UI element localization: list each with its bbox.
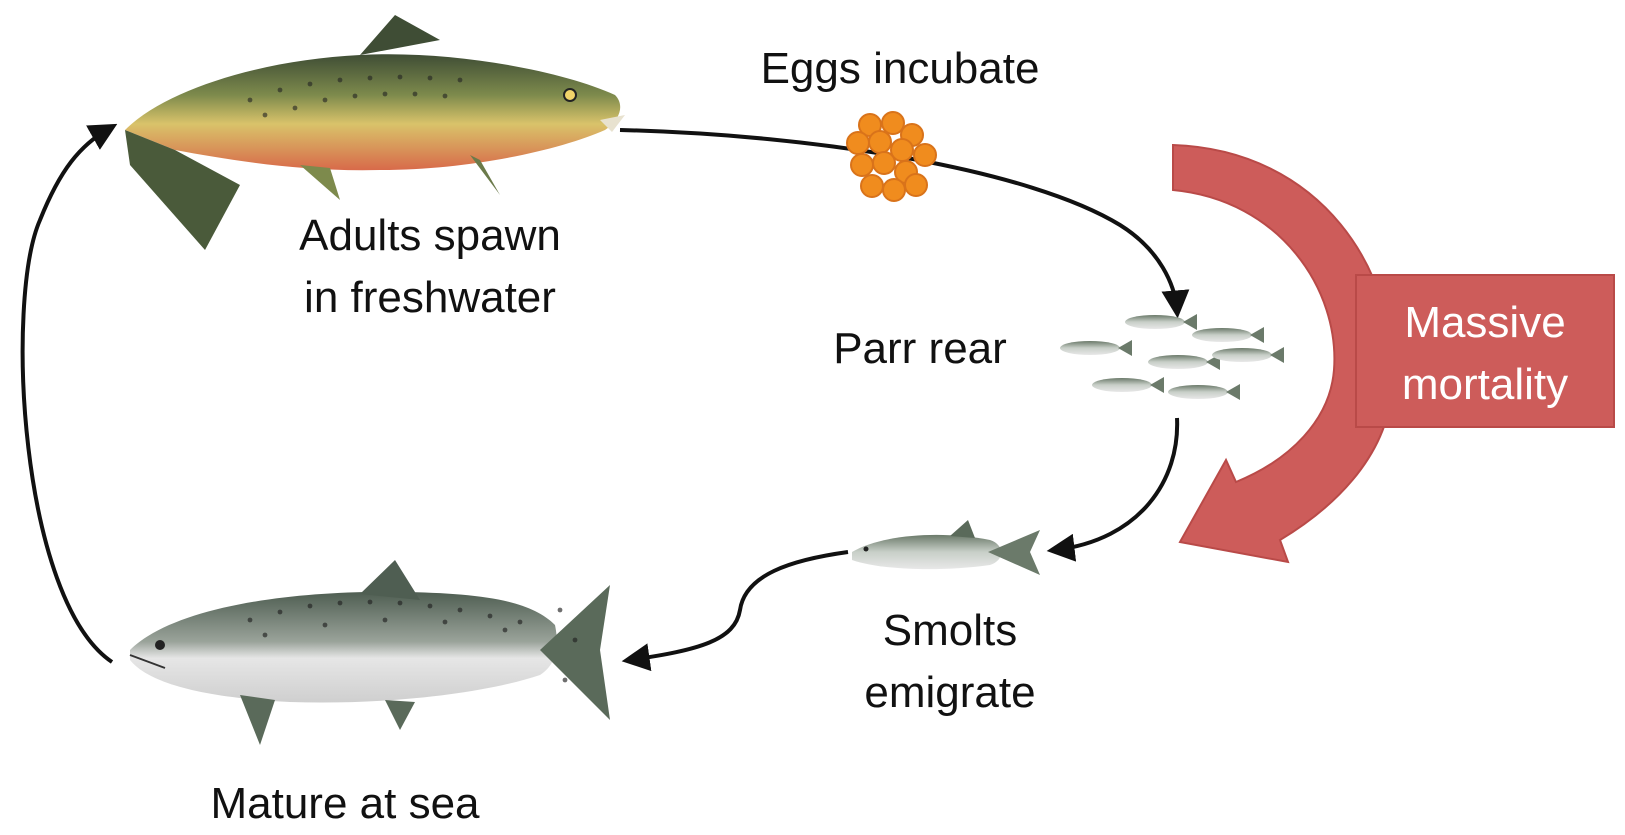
eggs-incubate-text: Eggs incubate — [740, 38, 1060, 100]
mortality-label: Massive mortality — [1361, 292, 1609, 416]
arrow-smolt-to-sea — [630, 552, 848, 660]
arrow-sea-to-adults — [23, 128, 112, 662]
parr-rear-label: Parr rear — [820, 318, 1020, 380]
adults-spawn-line1: Adults spawn — [270, 205, 590, 267]
emigrate-line: emigrate — [820, 662, 1080, 724]
arrow-parr-to-smolt — [1055, 418, 1177, 550]
mortality-line2: mortality — [1361, 354, 1609, 416]
parr-school-icon — [1060, 314, 1284, 400]
adults-spawn-label: Adults spawn in freshwater — [270, 205, 590, 329]
smolts-emigrate-label: Smolts emigrate — [820, 600, 1080, 724]
smolts-line: Smolts — [820, 600, 1080, 662]
adults-spawn-line2: in freshwater — [270, 267, 590, 329]
mortality-line1: Massive — [1361, 292, 1609, 354]
parr-rear-text: Parr rear — [820, 318, 1020, 380]
eggs-incubate-label: Eggs incubate — [740, 38, 1060, 100]
smolt-icon — [852, 520, 1040, 575]
mature-at-sea-label: Mature at sea — [180, 773, 510, 835]
sea-salmon-icon — [130, 560, 610, 745]
egg-cluster-icon — [847, 112, 936, 201]
mature-at-sea-text: Mature at sea — [180, 773, 510, 835]
